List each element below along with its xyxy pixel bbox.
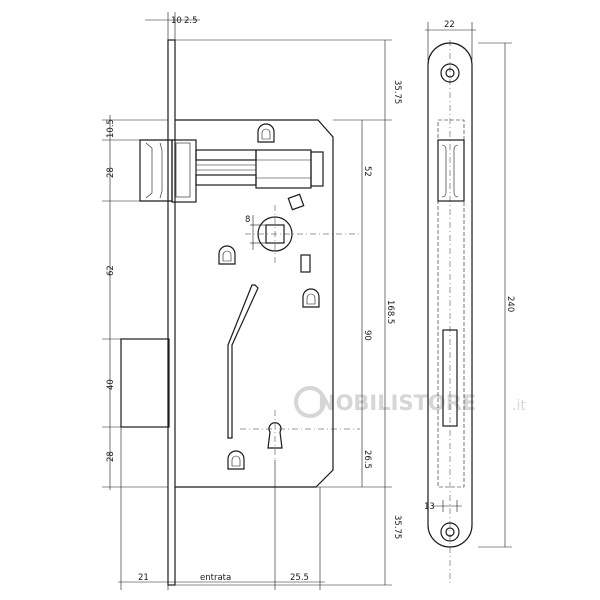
watermark-logo-icon: [294, 386, 326, 418]
dim-top-margin: 35.75: [392, 80, 402, 104]
dim-bolt-height: 40: [106, 379, 116, 390]
dim-backset-offset: 25.5: [290, 573, 309, 583]
dimension-lines: [102, 12, 512, 590]
dim-total-height: 240: [505, 296, 515, 312]
dim-bolt-projection: 21: [138, 573, 149, 583]
dim-top-offset2: 2.5: [184, 16, 198, 26]
dim-top-offset: 10: [171, 16, 182, 26]
dim-bolt-slot-offset: 13: [424, 502, 435, 512]
dim-total-height-inner: 168.5: [385, 300, 395, 324]
dim-follower-size: 8: [245, 215, 250, 225]
dim-follower-to-latch: 52: [362, 166, 372, 177]
center-lines: [240, 40, 451, 585]
lock-body: [120, 119, 334, 488]
watermark-suffix: .it: [512, 398, 526, 414]
faceplate-side: [167, 39, 176, 586]
dim-faceplate-width: 22: [444, 20, 455, 30]
dimension-labels: 10 2.5 22 35.75 10.5 28 52 8 62 168.5 90…: [106, 16, 515, 583]
dim-key-to-bottom: 26.5: [362, 450, 372, 469]
watermark: NOBILISTORE .it: [294, 386, 526, 418]
dim-follower-to-bolt: 62: [106, 265, 116, 276]
dim-follower-to-key: 90: [362, 330, 372, 341]
deadbolt: [120, 338, 170, 428]
dim-latch-height: 28: [106, 167, 116, 178]
dim-bottom-offset: 28: [106, 451, 116, 462]
dim-latch-offset: 10.5: [106, 119, 116, 138]
dim-bottom-margin: 35.75: [392, 515, 402, 539]
faceplate-front: [427, 42, 473, 548]
watermark-brand: NOBILISTORE: [318, 391, 476, 415]
dim-backset-label: entrata: [200, 573, 231, 583]
